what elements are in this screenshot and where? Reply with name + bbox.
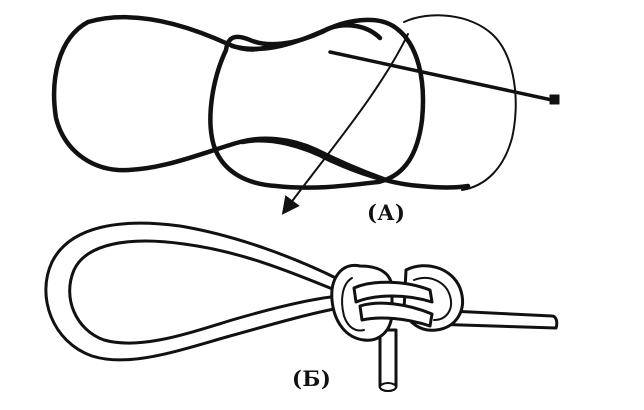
upper-wire-strand bbox=[229, 23, 383, 52]
knot-wrap-upper bbox=[352, 280, 434, 304]
knot-right-lobe-inner bbox=[413, 277, 452, 321]
knot-left-lobe-inner bbox=[341, 277, 365, 332]
straight-wire-end bbox=[328, 50, 554, 102]
rope-running-end bbox=[428, 308, 559, 330]
panel-b-label: (Б) bbox=[292, 366, 332, 391]
middle-wire-loop bbox=[208, 17, 426, 190]
rope-end-cut bbox=[379, 382, 397, 392]
lower-wire-strand bbox=[239, 137, 471, 190]
rope-loop-outer-edge bbox=[44, 221, 342, 362]
rope-standing-end bbox=[378, 328, 398, 392]
panel-a-label: (А) bbox=[367, 200, 406, 225]
panel-b-drawing bbox=[44, 221, 559, 392]
panel-a-drawing bbox=[51, 14, 560, 215]
right-thin-loop bbox=[403, 14, 517, 191]
rope-loop-inner-edge bbox=[68, 239, 342, 345]
threading-direction-arrow bbox=[281, 33, 409, 215]
wire-end-tip-icon bbox=[549, 94, 560, 105]
knot-wrap-lower bbox=[358, 301, 434, 328]
